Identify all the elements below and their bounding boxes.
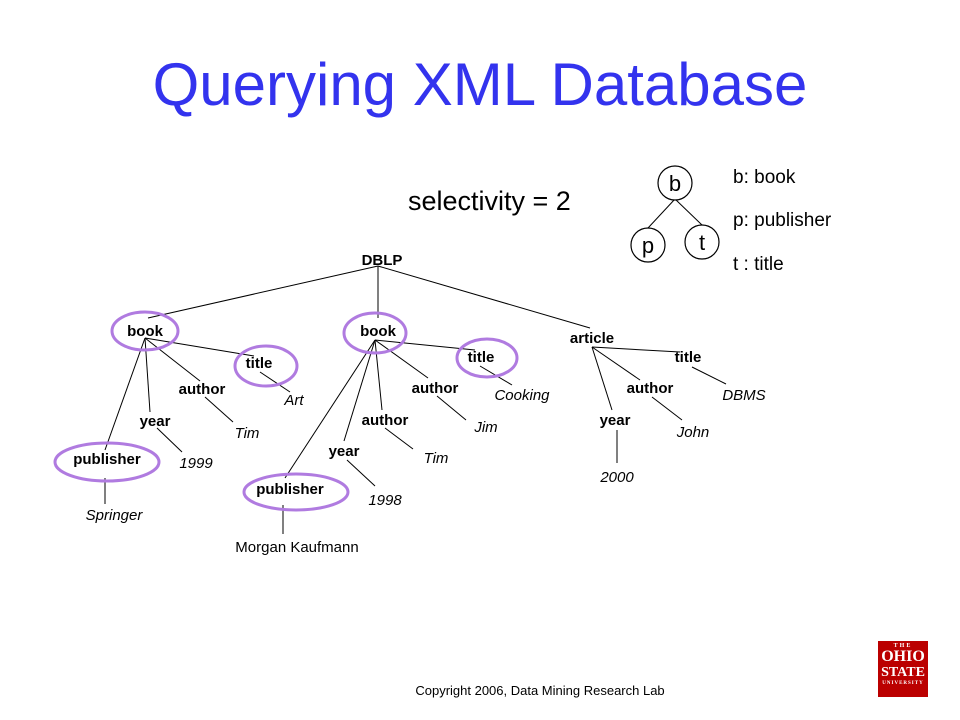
node-book1-publisher: publisher: [73, 451, 141, 468]
leaf-jim: Jim: [473, 419, 497, 436]
node-book2: book: [360, 323, 396, 340]
node-book1: book: [127, 323, 163, 340]
edge-book2-title: [374, 339, 476, 351]
slide-title: Querying XML Database: [152, 51, 808, 118]
tree-edges: [104, 265, 727, 534]
leaf-art: Art: [283, 392, 304, 409]
edge-title-art: [259, 371, 291, 393]
node-book1-title: title: [246, 355, 273, 372]
edge-book1-author: [144, 337, 201, 382]
node-dblp: DBLP: [362, 252, 403, 269]
highlight-title1: [233, 344, 299, 388]
logo-row-state: STATE: [881, 665, 925, 680]
leaf-1998: 1998: [368, 492, 402, 509]
edge-book1-title: [144, 337, 255, 357]
edge-title-dbms: [691, 366, 727, 385]
edge-dblp-book1: [147, 265, 379, 319]
query-pattern: b p t: [630, 165, 720, 263]
node-book2-author1: author: [412, 380, 459, 397]
leaf-2000: 2000: [599, 469, 634, 486]
pattern-edge-b-t: [674, 198, 703, 226]
edge-book2-publisher: [284, 339, 376, 479]
logo-row-ohio: OHIO: [881, 648, 925, 665]
pattern-node-t: [684, 224, 720, 260]
leaf-tim2: Tim: [424, 450, 449, 467]
tree-labels: DBLP book title Art author Tim year 1999…: [73, 252, 765, 556]
edge-author-john: [651, 396, 683, 421]
node-article-year: year: [600, 412, 631, 429]
edge-article-author: [591, 346, 641, 381]
node-article: article: [570, 330, 614, 347]
edge-article-year: [591, 346, 613, 411]
leaf-dbms: DBMS: [722, 387, 765, 404]
legend-title: t : title: [733, 254, 784, 275]
leaf-1999: 1999: [179, 455, 213, 472]
edge-author-tim2: [384, 427, 414, 450]
edge-book1-publisher: [104, 337, 146, 451]
edge-year-1998: [346, 459, 376, 487]
pattern-label-p: p: [642, 233, 654, 258]
edge-book2-year: [343, 339, 376, 442]
node-book2-title: title: [468, 349, 495, 366]
match-highlights: [53, 310, 519, 512]
ohio-state-logo: THE OHIO STATE UNIVERSITY: [878, 641, 928, 697]
legend-publisher: p: publisher: [733, 210, 832, 231]
node-book2-year: year: [329, 443, 360, 460]
highlight-book1: [110, 310, 180, 352]
selectivity-label: selectivity = 2: [408, 186, 571, 216]
edge-book2-author2: [374, 339, 383, 411]
pattern-edge-b-p: [647, 198, 676, 229]
leaf-cooking: Cooking: [494, 387, 550, 404]
node-book1-year: year: [140, 413, 171, 430]
node-book2-publisher: publisher: [256, 481, 324, 498]
highlight-publisher1: [53, 441, 161, 483]
node-book1-author: author: [179, 381, 226, 398]
pattern-node-p: [630, 227, 666, 263]
edge-author-jim: [436, 395, 467, 421]
node-book2-author2: author: [362, 412, 409, 429]
edge-dblp-article: [377, 265, 591, 329]
edge-book2-author1: [374, 339, 429, 379]
edge-article-title: [591, 346, 681, 353]
logo-row-the: THE: [893, 643, 913, 649]
edge-year-1999: [156, 427, 183, 453]
highlight-publisher2: [242, 472, 350, 512]
logo-row-university: UNIVERSITY: [882, 681, 924, 686]
edge-author-tim1: [204, 396, 234, 423]
highlight-book2: [342, 311, 408, 355]
pattern-label-t: t: [699, 230, 705, 255]
leaf-tim1: Tim: [235, 425, 260, 442]
node-article-author: author: [627, 380, 674, 397]
leaf-springer: Springer: [86, 507, 144, 524]
leaf-morgan-kaufmann: Morgan Kaufmann: [235, 539, 358, 556]
highlight-title2: [455, 337, 519, 379]
node-article-title: title: [675, 349, 702, 366]
legend-book: b: book: [733, 167, 796, 188]
leaf-john: John: [676, 424, 710, 441]
copyright-footer: Copyright 2006, Data Mining Research Lab: [415, 683, 665, 698]
pattern-node-b: [657, 165, 693, 201]
pattern-label-b: b: [669, 171, 681, 196]
